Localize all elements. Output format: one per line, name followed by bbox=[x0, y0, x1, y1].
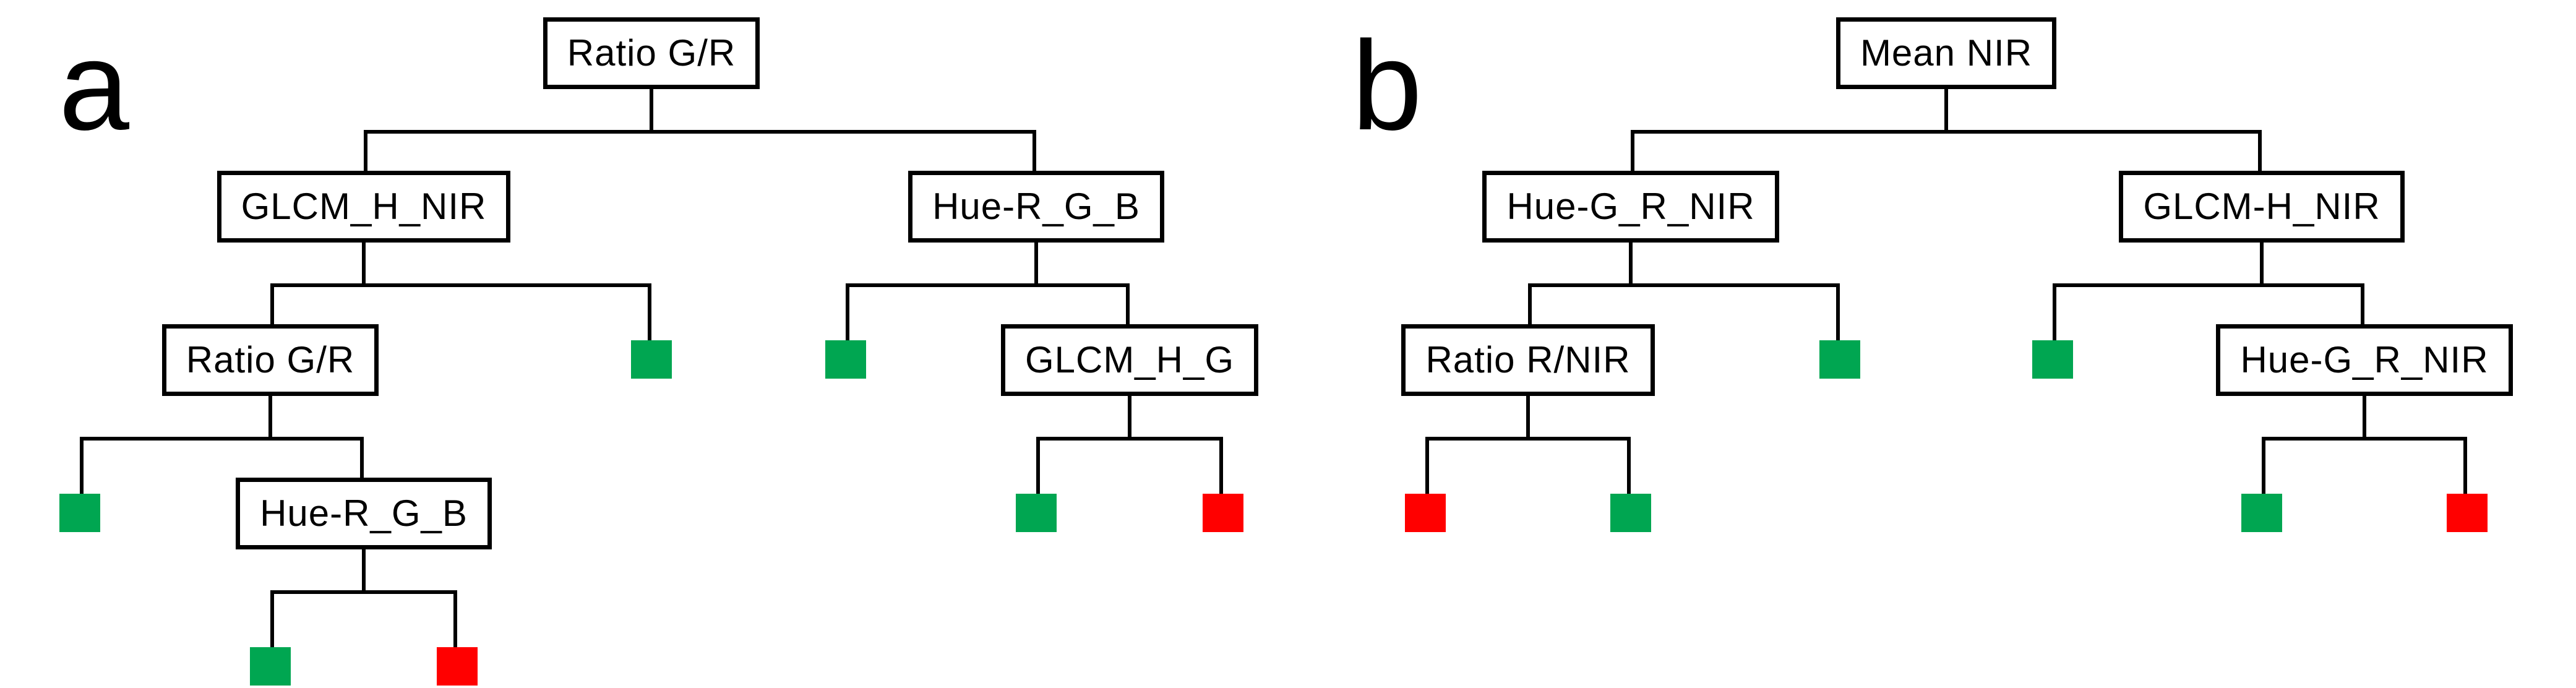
panel-b-label: b bbox=[1352, 15, 1423, 157]
panel-a-label: a bbox=[59, 15, 130, 157]
leaf-node bbox=[1405, 494, 1446, 532]
leaf-node bbox=[2241, 494, 2282, 532]
decision-node: Mean NIR bbox=[1835, 17, 2057, 89]
decision-node: GLCM_H_NIR bbox=[217, 171, 511, 243]
leaf-node bbox=[2032, 340, 2073, 379]
leaf-node bbox=[2447, 494, 2488, 532]
leaf-node bbox=[437, 647, 478, 686]
decision-node: Ratio R/NIR bbox=[1401, 324, 1655, 396]
decision-node: Ratio G/R bbox=[161, 324, 379, 396]
leaf-node bbox=[1203, 494, 1243, 532]
decision-node: GLCM_H_G bbox=[1000, 324, 1259, 396]
decision-tree-b: Mean NIR Hue-G_R_NIR Ratio R/NIR bbox=[1312, 17, 2576, 532]
decision-node: GLCM-H_NIR bbox=[2119, 171, 2405, 243]
panel-b: Mean NIR Hue-G_R_NIR Ratio R/NIR bbox=[1312, 17, 2576, 532]
leaf-node bbox=[59, 494, 100, 532]
decision-node: Hue-G_R_NIR bbox=[1482, 171, 1779, 243]
decision-node: Hue-G_R_NIR bbox=[2216, 324, 2513, 396]
leaf-node bbox=[250, 647, 291, 686]
decision-node: Hue-R_G_B bbox=[908, 171, 1164, 243]
decision-node: Ratio G/R bbox=[543, 17, 760, 89]
leaf-node bbox=[1819, 340, 1860, 379]
leaf-node bbox=[631, 340, 672, 379]
leaf-node bbox=[1016, 494, 1057, 532]
leaf-node bbox=[825, 340, 866, 379]
decision-tree-a: Ratio G/R GLCM_H_NIR Ratio G/R bbox=[0, 17, 1328, 686]
panel-a: Ratio G/R GLCM_H_NIR Ratio G/R bbox=[0, 17, 1328, 686]
decision-node: Hue-R_G_B bbox=[236, 478, 492, 549]
leaf-node bbox=[1610, 494, 1651, 532]
